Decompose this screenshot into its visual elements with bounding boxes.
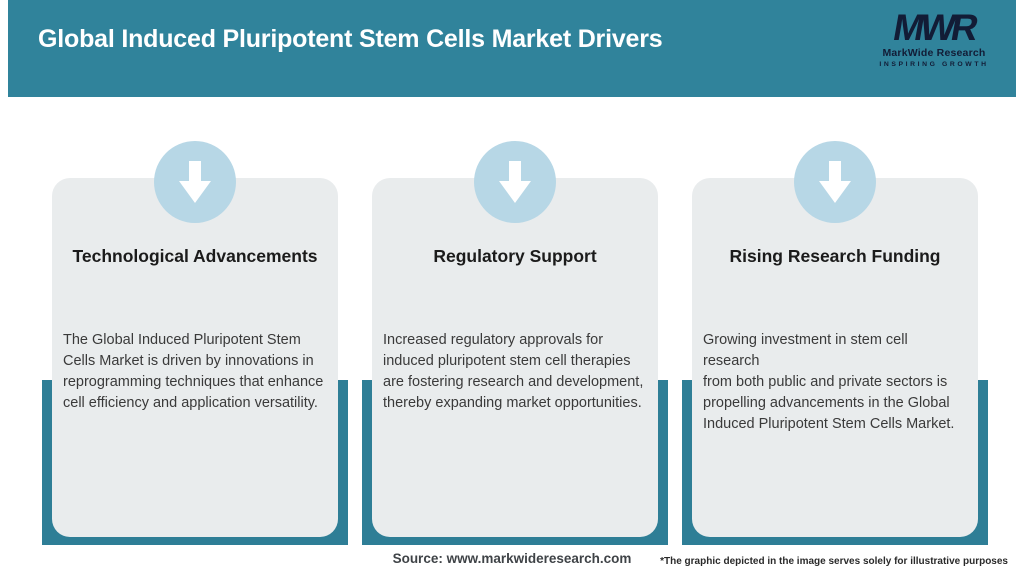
card-title: Rising Research Funding [729, 246, 941, 266]
down-arrow-badge [474, 141, 556, 223]
card-title: Regulatory Support [433, 246, 597, 266]
down-arrow-icon [499, 161, 531, 203]
card-body: The Global Induced Pluripotent Stem Cell… [63, 331, 324, 411]
down-arrow-icon [179, 161, 211, 203]
logo-tagline: INSPIRING GROWTH [879, 60, 989, 68]
disclaimer-text: *The graphic depicted in the image serve… [660, 556, 1008, 567]
logo-name: MarkWide Research [882, 47, 986, 59]
card-panel: Rising Research Funding Growing investme… [692, 141, 978, 537]
page-title: Global Induced Pluripotent Stem Cells Ma… [38, 25, 663, 53]
card-panel: Regulatory Support Increased regulatory … [372, 141, 658, 537]
markwide-logo: MWR MarkWide Research INSPIRING GROWTH [870, 7, 998, 68]
driver-card: Regulatory Support Increased regulatory … [362, 0, 668, 576]
header-bar: Global Induced Pluripotent Stem Cells Ma… [8, 0, 1016, 97]
down-arrow-badge [794, 141, 876, 223]
card-title: Technological Advancements [72, 246, 318, 266]
card-body: Increased regulatory approvals for induc… [383, 331, 644, 411]
driver-card: Rising Research Funding Growing investme… [682, 0, 988, 576]
down-arrow-icon [819, 161, 851, 203]
driver-card: Technological Advancements The Global In… [42, 0, 348, 576]
card-panel: Technological Advancements The Global In… [52, 141, 338, 537]
card-body: Growing investment in stem cell research… [703, 331, 955, 432]
down-arrow-badge [154, 141, 236, 223]
source-text: Source: www.markwideresearch.com [392, 551, 632, 566]
